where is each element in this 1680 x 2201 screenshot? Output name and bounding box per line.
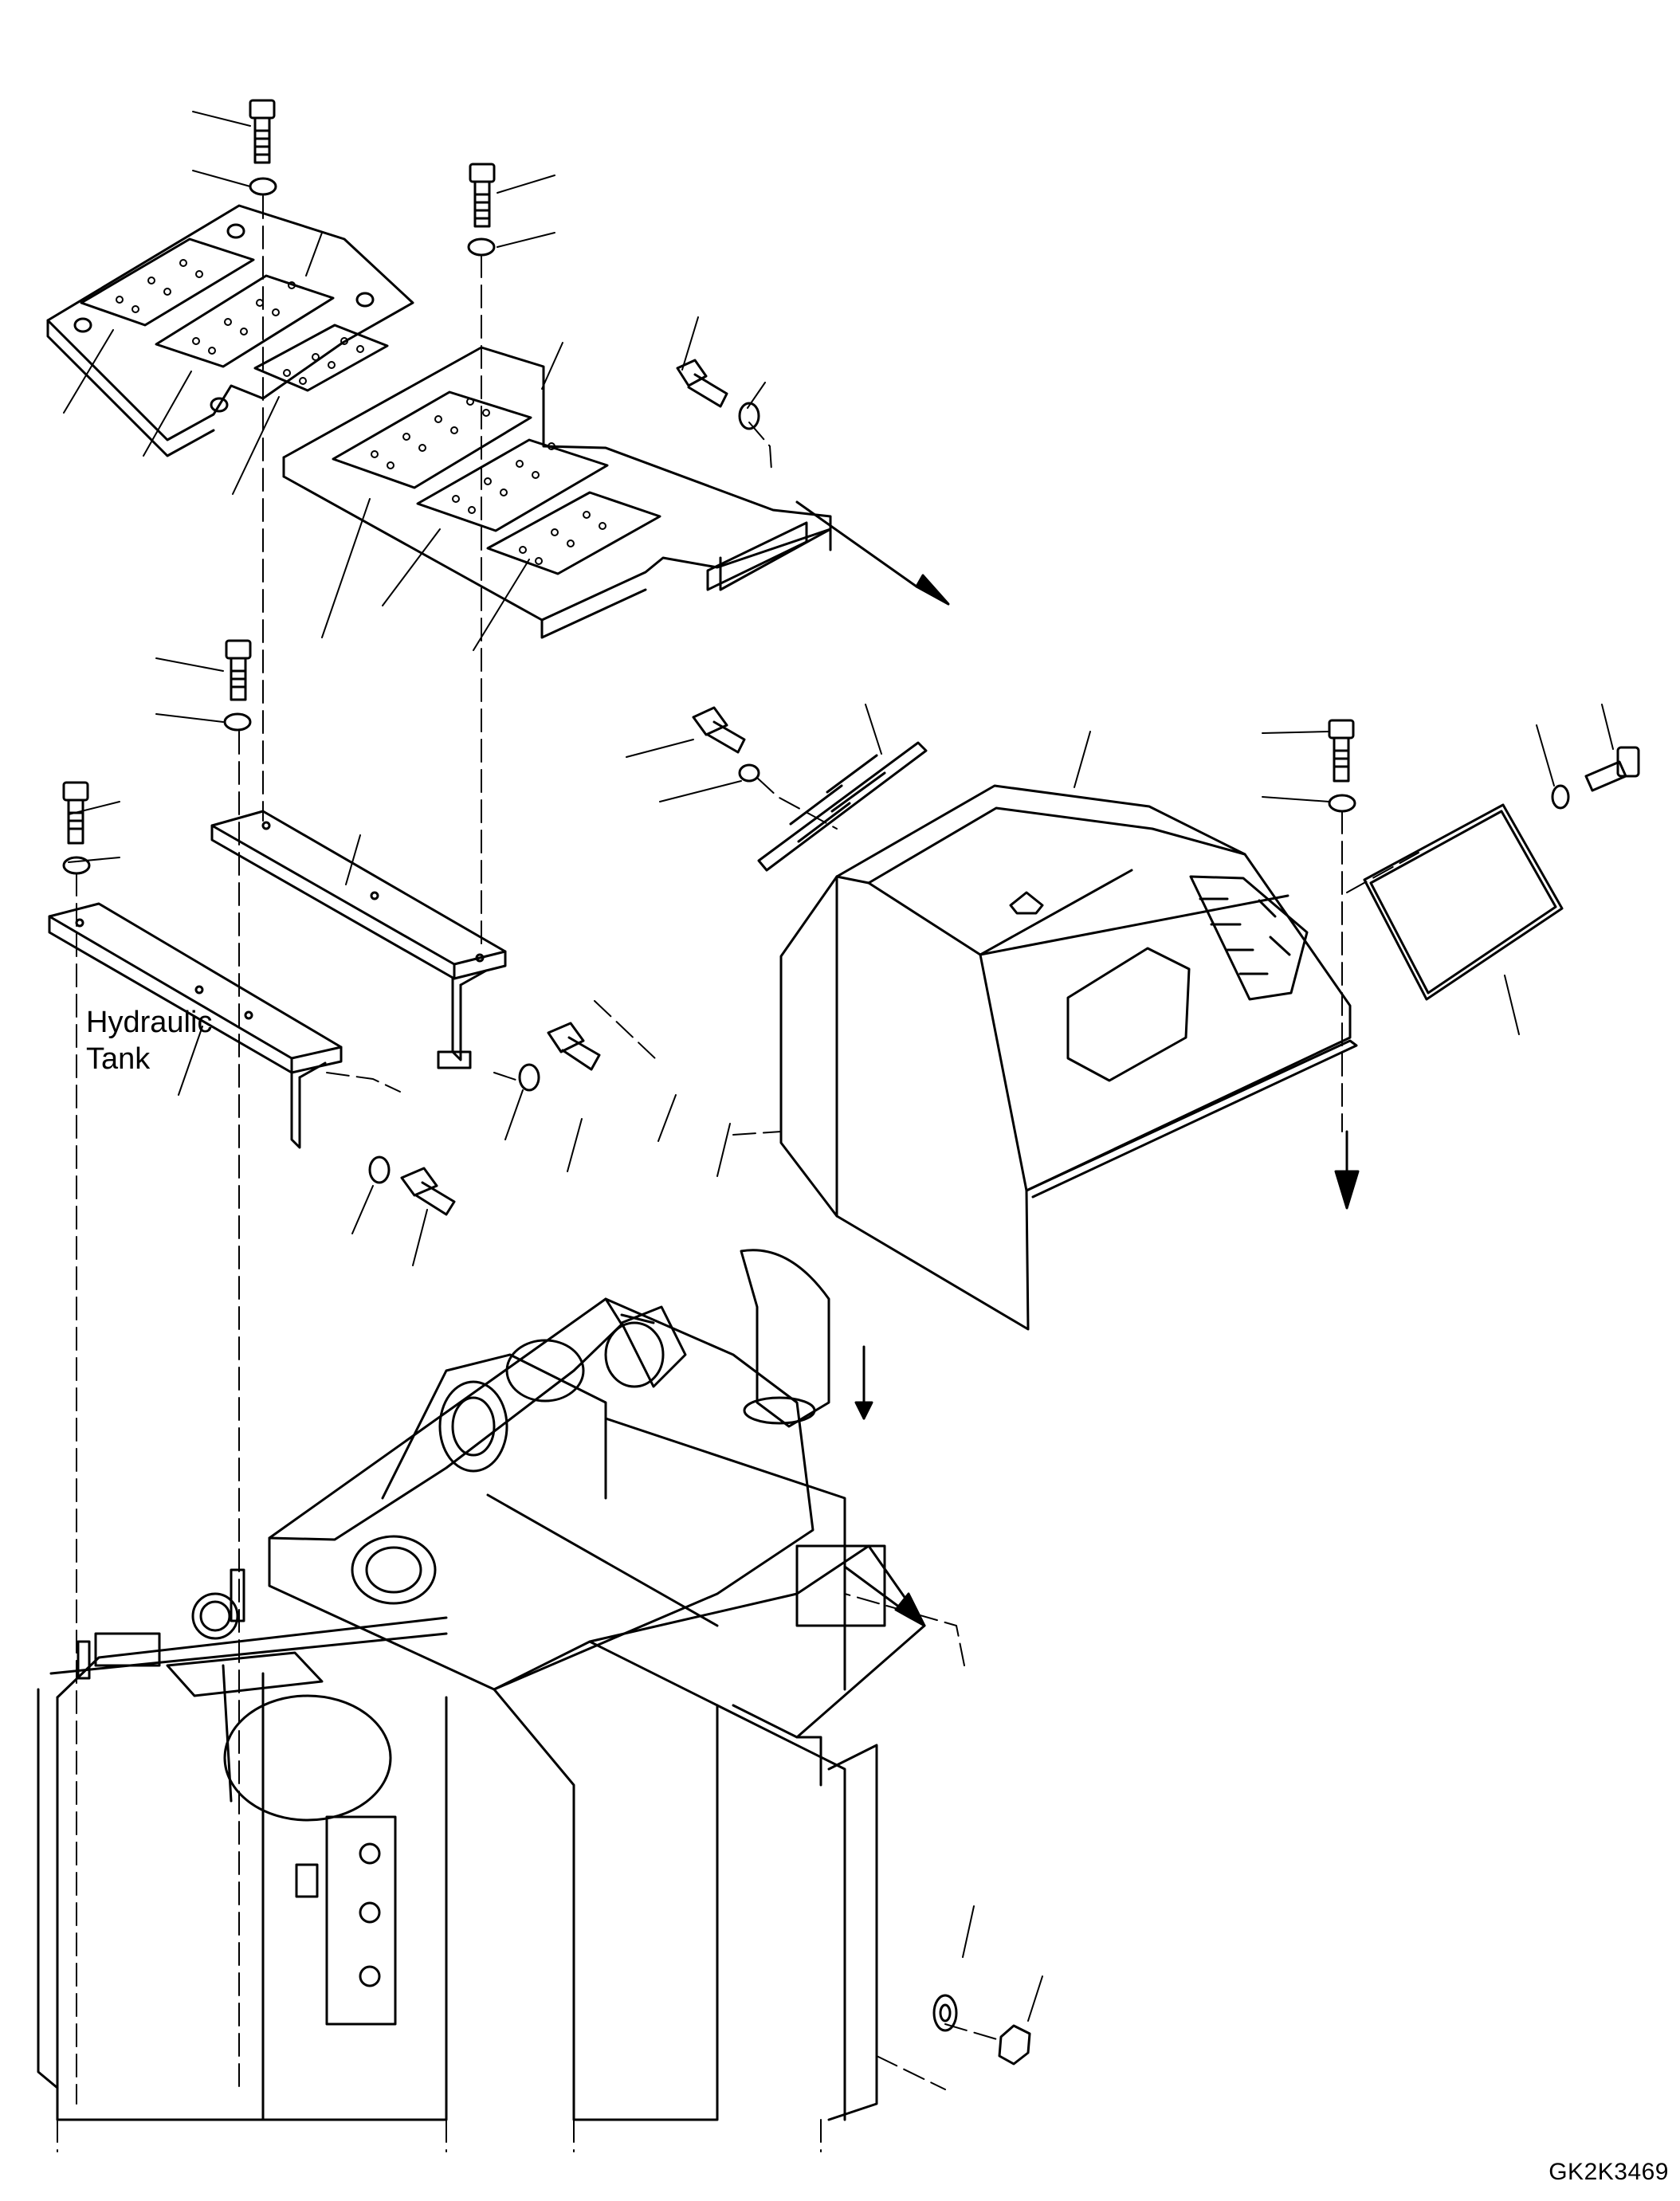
grille-plate [757, 741, 928, 872]
engine-hood-cover [779, 784, 1358, 1331]
bolt-top-2 [469, 163, 496, 228]
nut-and-washer [932, 1994, 1031, 2066]
washer-bracket-1 [223, 712, 252, 732]
hydraulic-tank-label: Hydraulic Tank [86, 1004, 212, 1077]
floor-plate-rear [282, 346, 832, 639]
bolt-top-3 [676, 359, 728, 408]
bolt-cover-1 [692, 706, 746, 754]
washer-top-2 [467, 237, 496, 257]
washer-side-2 [368, 1155, 391, 1184]
washer-side-1 [518, 1063, 540, 1092]
bolt-bracket-2 [62, 781, 89, 845]
floor-plate-front [46, 204, 414, 457]
washer-cover-1 [738, 763, 760, 783]
alignment-lines [57, 195, 1419, 2152]
leader-lines [63, 111, 1614, 2022]
tube-posts [77, 1568, 245, 1680]
perforated-panel [332, 390, 532, 489]
washer-bracket-2 [62, 856, 91, 875]
drawing-code: GK2K3469 [1549, 2159, 1669, 2185]
bolt-top-1 [249, 99, 276, 164]
perforated-panel [416, 438, 609, 532]
washer-cover-2 [1328, 794, 1356, 813]
bolt-bracket-1 [225, 639, 252, 701]
support-bracket-upper [210, 810, 507, 1069]
hydraulic-tank-label-line2: Tank [86, 1042, 151, 1076]
bolt-cover-3 [1584, 746, 1640, 792]
arrows [795, 500, 1360, 1627]
panel-holes-rear [371, 398, 606, 565]
access-cover [1363, 803, 1564, 1001]
frame-assembly [268, 1249, 926, 2121]
washer-top-3 [738, 402, 760, 430]
hydraulic-tank-label-line1: Hydraulic [86, 1006, 213, 1039]
washer-cover-3 [1551, 784, 1570, 810]
vent-grille [1189, 875, 1309, 1001]
washer-top-1 [249, 177, 277, 196]
support-bracket-lower [48, 902, 343, 1149]
hydraulic-tank [37, 1592, 448, 2121]
bolt-side-1 [547, 1022, 601, 1071]
perforated-panel [253, 324, 389, 392]
perforated-panel [486, 491, 661, 575]
perforated-panel [80, 237, 255, 327]
perforated-panel [155, 274, 335, 368]
panel-holes [116, 259, 364, 385]
bolt-side-2 [400, 1167, 456, 1216]
bolt-cover-2 [1328, 719, 1355, 783]
